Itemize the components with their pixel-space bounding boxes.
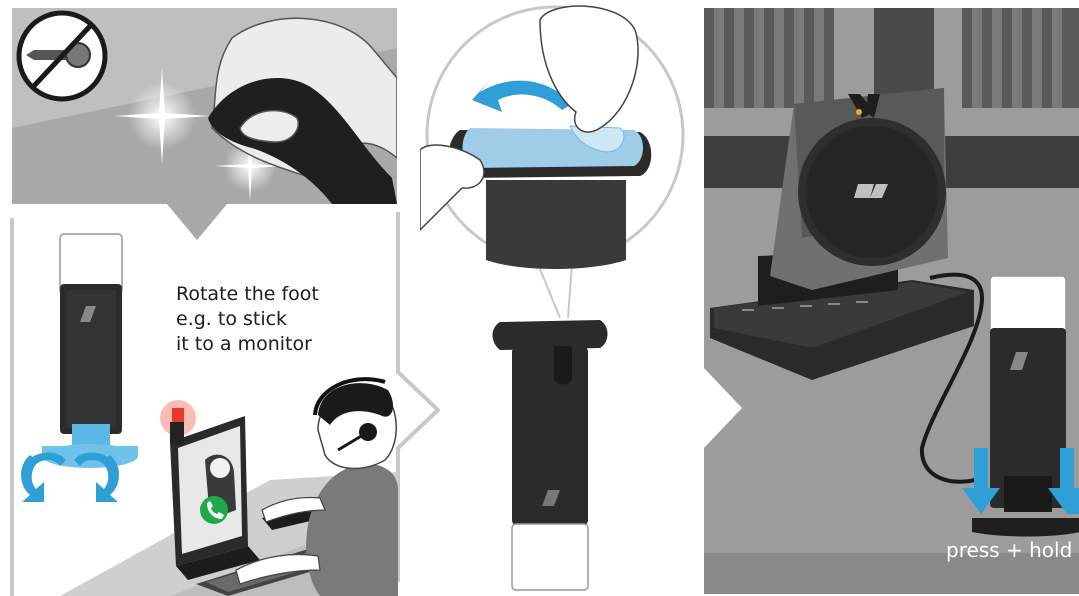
dongle-device: [42, 234, 138, 468]
rotate-foot-panel: Rotate the foot e.g. to stick it to a mo…: [0, 210, 440, 596]
window-blinds: [704, 8, 1079, 108]
adhesive-illustration: [420, 0, 690, 596]
base-station-panel: press + hold: [662, 8, 1079, 594]
rotate-foot-illustration: [0, 210, 440, 596]
cleaning-panel: [12, 8, 397, 204]
press-hold-label: press + hold: [946, 538, 1072, 562]
caption-line-1: Rotate the foot: [176, 282, 396, 307]
cleaning-illustration: [12, 8, 397, 240]
no-screw-icon: [19, 13, 105, 99]
caption-line-3: it to a monitor: [176, 332, 396, 357]
base-station-illustration: [662, 8, 1079, 594]
dongle-with-foot: [493, 320, 608, 590]
caption-line-2: e.g. to stick: [176, 307, 396, 332]
adhesive-panel: [420, 0, 690, 596]
rotate-foot-caption: Rotate the foot e.g. to stick it to a mo…: [176, 282, 396, 357]
call-accept-icon: [200, 496, 228, 524]
